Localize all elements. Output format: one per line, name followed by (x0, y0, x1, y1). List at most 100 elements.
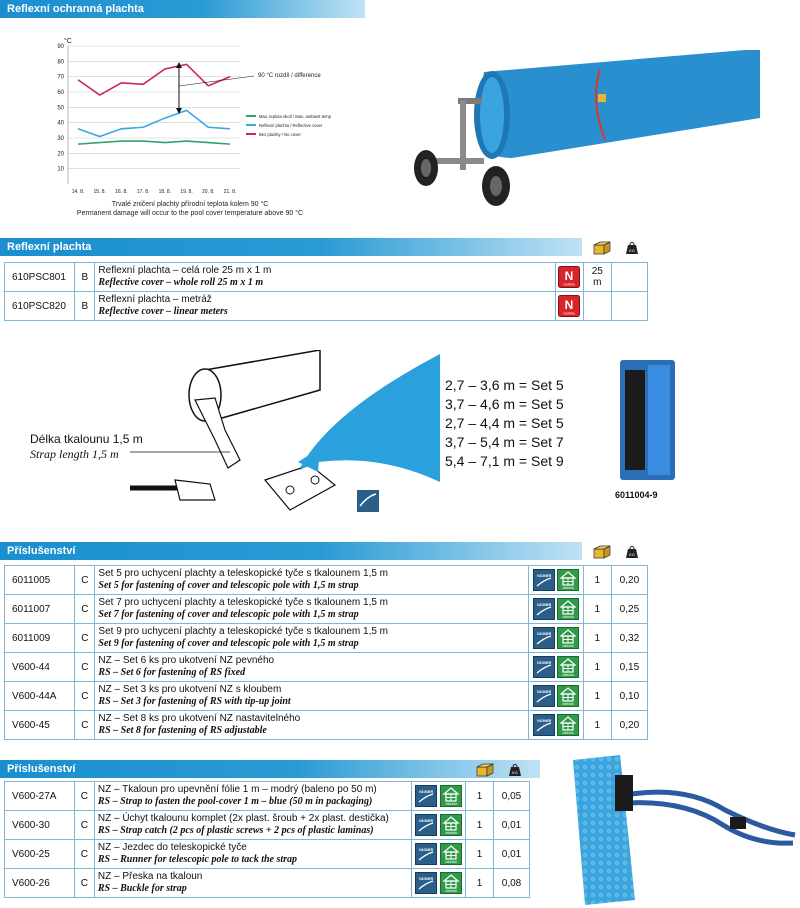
y-tick-label: 20 (57, 151, 64, 157)
table3-title: Příslušenství (7, 763, 76, 775)
description-cz: NZ – Set 3 ks pro ukotvení NZ s kloubem (98, 684, 282, 695)
product-description: NZ – Set 8 ks pro ukotvení NZ nastavitel… (94, 710, 530, 740)
svg-text:VÁGNER: VÁGNER (419, 876, 434, 881)
description-en: RS – Set 3 for fastening of RS with tip-… (98, 696, 291, 707)
svg-text:VÁGNER: VÁGNER (536, 689, 551, 694)
description-en: Reflective cover – whole roll 25 m x 1 m (98, 277, 264, 288)
cover-roller-image (414, 50, 760, 206)
product-description: Set 5 pro uchycení plachty a teleskopick… (94, 565, 530, 595)
garden-house-icon: zahrada (557, 598, 580, 620)
svg-text:VÁGNER: VÁGNER (536, 602, 551, 607)
vagner-logo-icon: VÁGNER (415, 843, 438, 865)
garden-house-icon: zahrada (557, 685, 580, 707)
product-icons: VÁGNER zahrada (411, 781, 467, 811)
vagner-logo-icon: VÁGNER (532, 714, 555, 736)
package-quantity: 1 (582, 623, 612, 653)
product-class: C (73, 868, 95, 898)
svg-text:novinka: novinka (564, 283, 575, 287)
product-icons: VÁGNER zahrada (528, 652, 584, 682)
svg-text:novinka: novinka (564, 312, 575, 316)
chart-ylabel: °C (64, 38, 72, 45)
set-length-item: 2,7 – 4,4 m = Set 5 (445, 415, 564, 431)
product-description: NZ – Tkaloun pro upevnění fólie 1 m – mo… (93, 781, 413, 811)
product-icons: VÁGNER zahrada (411, 868, 467, 898)
product-icons: VÁGNER zahrada (528, 594, 584, 624)
y-tick-label: 10 (57, 167, 64, 173)
y-tick-label: 40 (57, 121, 64, 127)
svg-text:zahrada: zahrada (445, 860, 457, 864)
svg-text:zahrada: zahrada (563, 702, 575, 706)
svg-text:zahrada: zahrada (445, 889, 457, 893)
weight-kg: 0,20 (610, 710, 649, 740)
package-quantity: 25 m (582, 262, 612, 292)
product-icons: VÁGNER zahrada (528, 710, 584, 740)
weight-kg: 0,32 (610, 623, 649, 653)
x-tick-label: 19. 8. (180, 189, 193, 195)
weight-kg: 0,20 (610, 565, 649, 595)
product-code: V600-45 (3, 710, 76, 740)
package-quantity: 1 (582, 681, 612, 711)
product-code: 610PSC820 (3, 291, 76, 321)
product-code: 6011005 (3, 565, 76, 595)
svg-text:VÁGNER: VÁGNER (419, 847, 434, 852)
product-class: C (74, 594, 96, 624)
weight-icon-label: KG (512, 770, 518, 775)
legend-entry: Reflexní plachta / Reflective cover (259, 123, 323, 128)
product-icons: VÁGNER zahrada (528, 565, 584, 595)
product-description: Set 9 pro uchycení plachty a teleskopick… (94, 623, 530, 653)
product-icons: VÁGNER zahrada (411, 839, 467, 869)
box-icon (593, 241, 611, 255)
y-tick-label: 60 (57, 90, 64, 96)
description-en: Set 5 for fastening of cover and telesco… (98, 580, 359, 591)
svg-text:zahrada: zahrada (563, 586, 575, 590)
product-class: B (74, 291, 96, 321)
table2-header: Příslušenství (0, 542, 582, 560)
x-tick-label: 18. 8. (159, 189, 172, 195)
product-class: C (74, 710, 96, 740)
product-code: V600-30 (4, 810, 75, 840)
set-length-item: 3,7 – 5,4 m = Set 7 (445, 434, 564, 450)
weight-kg: 0,10 (610, 681, 649, 711)
table2-title: Příslušenství (7, 545, 76, 557)
strap-length-cz: Délka tkalounu 1,5 m (30, 432, 143, 446)
svg-text:VÁGNER: VÁGNER (536, 660, 551, 665)
product-code: V600-27A (4, 781, 75, 811)
section-reflective-title: Reflexní ochranná plachta (7, 3, 144, 15)
vagner-logo-icon: VÁGNER (415, 872, 438, 894)
vagner-logo-icon: VÁGNER (532, 656, 555, 678)
package-quantity: 1 (582, 710, 612, 740)
weight-kg: 0,08 (493, 868, 530, 898)
svg-text:VÁGNER: VÁGNER (419, 789, 434, 794)
vagner-logo-icon: VÁGNER (532, 569, 555, 591)
weight-kg: 0,05 (493, 781, 530, 811)
svg-text:VÁGNER: VÁGNER (536, 631, 551, 636)
svg-text:zahrada: zahrada (563, 673, 575, 677)
x-tick-label: 15. 8. (93, 189, 106, 195)
description-en: RS – Set 8 for fastening of RS adjustabl… (98, 725, 267, 736)
svg-text:VÁGNER: VÁGNER (536, 718, 551, 723)
series-line (77, 140, 231, 145)
box-icon (476, 763, 494, 777)
description-en: RS – Set 6 for fastening of RS fixed (98, 667, 246, 678)
strap-length-en: Strap length 1,5 m (30, 447, 119, 461)
product-code: V600-26 (4, 868, 75, 898)
garden-house-icon: zahrada (439, 872, 462, 894)
weight-kg: 0,25 (610, 594, 649, 624)
description-en: Reflective cover – linear meters (98, 306, 228, 317)
svg-text:N: N (565, 298, 574, 312)
weight-kg: 0,01 (493, 810, 530, 840)
table1-header: Reflexní plachta (0, 238, 582, 256)
